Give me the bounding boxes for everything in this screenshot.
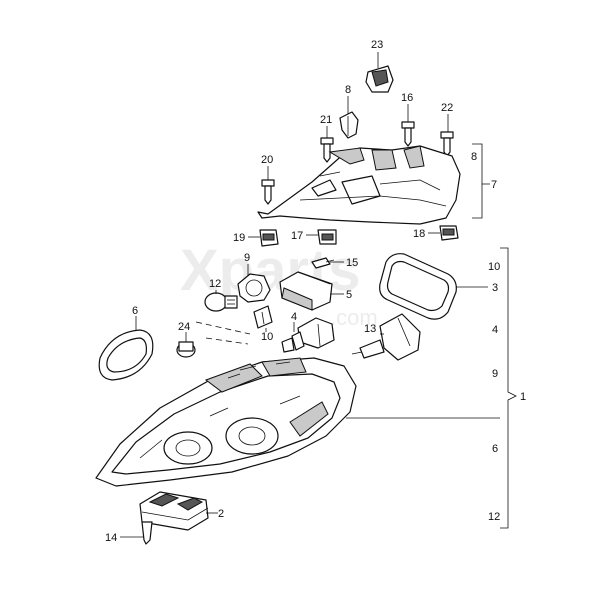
part-7-bracket <box>257 145 461 225</box>
label-12: 12 <box>209 278 221 290</box>
label-21: 21 <box>320 114 332 126</box>
label-8-top: 8 <box>345 84 351 96</box>
part-23-grommet <box>365 65 394 93</box>
watermark-brand: Xparts <box>180 238 361 303</box>
bracket-7-group <box>472 143 490 219</box>
part-6-seal-ring <box>98 329 154 381</box>
label-22: 22 <box>441 102 453 114</box>
label-6-right: 6 <box>492 443 498 455</box>
label-16: 16 <box>401 92 413 104</box>
label-13: 13 <box>364 323 376 335</box>
label-23: 23 <box>371 39 383 51</box>
label-9-right: 9 <box>492 368 498 380</box>
label-10-connector: 10 <box>261 331 273 343</box>
part-13-xenon-bulb <box>351 313 421 361</box>
watermark: Xparts .com <box>180 238 378 330</box>
clip-19 <box>259 229 279 247</box>
label-6-ring: 6 <box>132 305 138 317</box>
clip-18 <box>439 225 459 241</box>
label-1: 1 <box>520 391 526 403</box>
part-10-connector <box>253 305 273 329</box>
label-3: 3 <box>492 282 498 294</box>
part-1-headlight-housing <box>95 357 357 487</box>
screw-15 <box>311 257 335 269</box>
part-5-module <box>279 271 333 311</box>
watermark-domain: .com <box>330 305 378 330</box>
label-17: 17 <box>291 230 303 242</box>
part-3-frame <box>379 253 457 320</box>
label-14: 14 <box>105 532 117 544</box>
part-4-lamp <box>281 317 335 353</box>
label-10-right: 10 <box>488 261 500 273</box>
part-8-clip <box>339 111 359 139</box>
leader-lines <box>120 52 500 538</box>
label-4-lamp: 4 <box>291 311 297 323</box>
clip-17 <box>317 229 337 245</box>
label-24: 24 <box>178 321 190 333</box>
screw-14 <box>141 521 153 545</box>
assembly-dashed-line <box>195 321 251 335</box>
label-20: 20 <box>261 154 273 166</box>
part-labels: 23 8 16 22 21 20 8 7 19 17 18 9 15 10 3 … <box>105 39 526 544</box>
screw-21 <box>320 137 334 163</box>
part-12-bulb <box>204 292 238 312</box>
part-24-cap <box>176 341 196 358</box>
screw-22 <box>440 131 454 157</box>
screw-16 <box>401 121 415 147</box>
label-9: 9 <box>244 252 250 264</box>
label-12-right: 12 <box>488 511 500 523</box>
label-18: 18 <box>413 228 425 240</box>
assembly-dashed-line <box>205 337 249 345</box>
bracket-1-group <box>500 247 517 529</box>
screw-20 <box>261 179 275 205</box>
label-8-bracket: 8 <box>471 151 477 163</box>
label-4-right: 4 <box>492 324 498 336</box>
part-9-bulb-holder <box>237 273 271 303</box>
label-2: 2 <box>218 508 224 520</box>
label-7: 7 <box>491 179 497 191</box>
label-15: 15 <box>346 257 358 269</box>
label-19: 19 <box>233 232 245 244</box>
label-5: 5 <box>346 289 352 301</box>
